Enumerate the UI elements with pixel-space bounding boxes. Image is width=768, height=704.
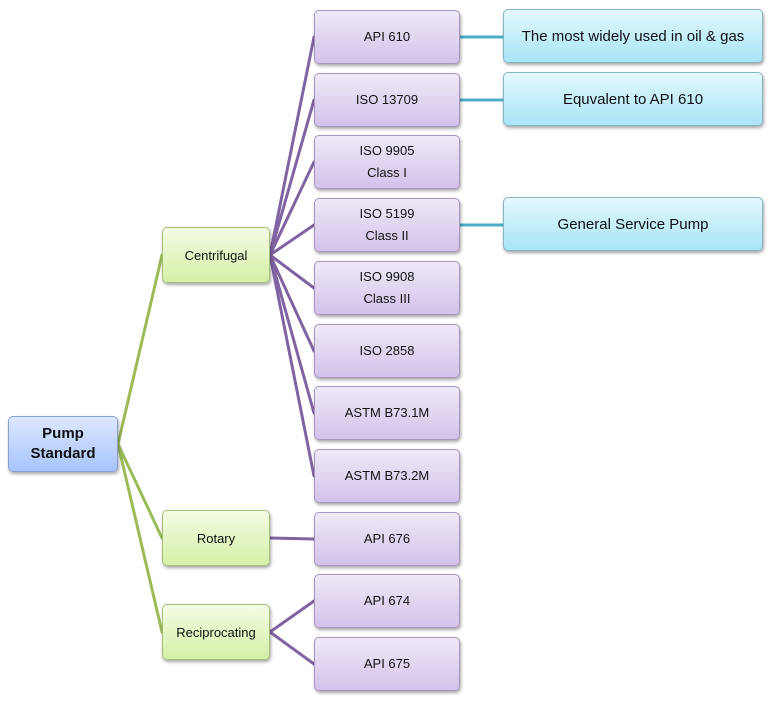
- standard-node-api-675-label: API 675: [363, 656, 411, 671]
- root-node-pump-standard-label-line-2: Standard: [30, 445, 96, 462]
- connector-centrifugal-to-iso-5199: [268, 223, 316, 257]
- connector-centrifugal-to-iso-9905: [268, 160, 316, 257]
- connector-centrifugal-to-api-610: [268, 35, 316, 257]
- standard-node-astm-b73-1m[interactable]: ASTM B73.1M: [314, 386, 460, 440]
- connector-rotary-to-api-676: [268, 536, 316, 541]
- connector-centrifugal-to-iso-2858: [268, 253, 316, 353]
- connector-centrifugal-to-astm-b73-1m: [268, 253, 316, 415]
- standard-node-iso-13709[interactable]: ISO 13709: [314, 73, 460, 127]
- standard-node-iso-2858[interactable]: ISO 2858: [314, 324, 460, 378]
- connector-root-to-reciprocating: [116, 442, 164, 634]
- standard-node-iso-9905-label-line-1: ISO 9905: [359, 143, 415, 158]
- connector-reciprocating-to-api-675: [268, 630, 316, 666]
- connector-root-to-rotary: [116, 442, 164, 540]
- standard-node-iso-5199-label-line-2: Class II: [365, 228, 409, 243]
- category-node-centrifugal-label: Centrifugal: [184, 247, 248, 263]
- note-node-iso-5199[interactable]: General Service Pump: [503, 197, 763, 251]
- standard-node-api-610-label: API 610: [363, 29, 411, 44]
- standard-node-iso-9908-label-line-1: ISO 9908: [359, 269, 415, 284]
- standard-node-api-676[interactable]: API 676: [314, 512, 460, 566]
- note-node-api-610-label: The most widely used in oil & gas: [521, 27, 745, 45]
- connector-centrifugal-to-iso-13709: [268, 98, 316, 257]
- standard-node-iso-2858-label: ISO 2858: [359, 343, 415, 358]
- standard-node-astm-b73-2m[interactable]: ASTM B73.2M: [314, 449, 460, 503]
- connector-centrifugal-to-iso-9908: [268, 253, 316, 290]
- connector-centrifugal-to-astm-b73-2m: [268, 253, 316, 478]
- category-node-reciprocating-label: Reciprocating: [176, 624, 256, 640]
- standard-node-iso-9908-label-line-2: Class III: [363, 291, 411, 306]
- note-node-iso-5199-label: General Service Pump: [557, 215, 709, 233]
- note-node-iso-13709[interactable]: Equvalent to API 610: [503, 72, 763, 126]
- standard-node-api-610[interactable]: API 610: [314, 10, 460, 64]
- connector-root-to-centrifugal: [116, 253, 164, 446]
- standard-node-iso-9905-label-line-2: Class I: [367, 165, 407, 180]
- root-node-pump-standard-label-line-1: Pump: [42, 425, 84, 442]
- standard-node-iso-13709-label: ISO 13709: [355, 92, 419, 107]
- category-node-rotary-label: Rotary: [196, 530, 236, 546]
- category-node-centrifugal[interactable]: Centrifugal: [162, 227, 270, 283]
- category-node-reciprocating[interactable]: Reciprocating: [162, 604, 270, 660]
- standard-node-api-674-label: API 674: [363, 593, 411, 608]
- note-node-iso-13709-label: Equvalent to API 610: [562, 90, 704, 108]
- standard-node-api-674[interactable]: API 674: [314, 574, 460, 628]
- standard-node-astm-b73-2m-label: ASTM B73.2M: [344, 468, 430, 483]
- connector-reciprocating-to-api-674: [268, 599, 316, 634]
- standard-node-api-676-label: API 676: [363, 531, 411, 546]
- standard-node-astm-b73-1m-label: ASTM B73.1M: [344, 405, 430, 420]
- standard-node-iso-5199-label-line-1: ISO 5199: [359, 206, 415, 221]
- category-node-rotary[interactable]: Rotary: [162, 510, 270, 566]
- note-node-api-610[interactable]: The most widely used in oil & gas: [503, 9, 763, 63]
- standard-node-api-675[interactable]: API 675: [314, 637, 460, 691]
